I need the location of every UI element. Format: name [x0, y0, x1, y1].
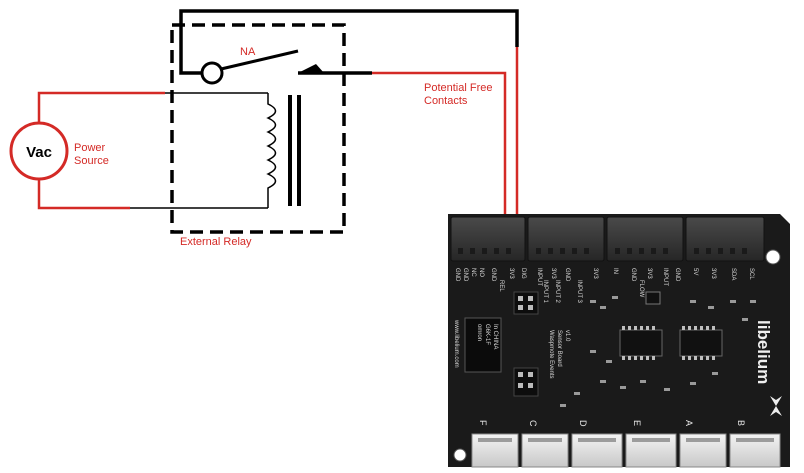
external-relay-label: External Relay	[180, 236, 252, 248]
mounting-hole	[765, 249, 781, 265]
source-label: Vac	[26, 144, 52, 161]
socket-letter: B	[736, 420, 746, 426]
jumper-header	[513, 291, 539, 397]
socket-letter: A	[684, 420, 694, 426]
socket-letter: D	[578, 420, 588, 427]
socket-letter: E	[632, 420, 642, 426]
pin-label: 3V3	[592, 268, 598, 279]
pin-label: INPUT	[662, 268, 668, 286]
pin-label: 3V3	[710, 268, 716, 279]
socket-letter: C	[528, 420, 538, 427]
contacts-label-line1: Potential Free	[424, 82, 492, 94]
switch-label: NA	[240, 46, 256, 58]
power-source-label-line2: Source	[74, 155, 109, 167]
board-version: v1.0	[564, 330, 570, 342]
relay-chip-brand: omron	[476, 324, 482, 341]
pin-label: INPUT	[536, 268, 542, 286]
pin-label: 3V3	[550, 268, 556, 279]
brand-logo: libelium	[754, 320, 773, 384]
sensor-board: GND GND NC NO GND 3V3 DIG INPUT 3V3 GND …	[448, 214, 790, 468]
pin-label: GND	[462, 268, 468, 282]
pin-label: GND	[630, 268, 636, 282]
relay-chip-origin: In CHINA	[492, 324, 498, 349]
pin-label: GND	[674, 268, 680, 282]
top-headers	[450, 216, 765, 262]
external-relay-box	[170, 23, 346, 234]
board-title-line1: Waspmote Events	[548, 330, 554, 378]
pin-label: SCL	[748, 268, 754, 280]
source-wires	[37, 91, 268, 210]
pin-label: DIG	[520, 268, 526, 279]
power-source-label-line1: Power	[74, 142, 106, 154]
brand-insect-icon	[770, 396, 782, 416]
pin-label: NC	[470, 268, 476, 277]
smd-components	[560, 296, 756, 407]
silk-label-input2: INPUT 2	[554, 280, 560, 304]
relay-switch	[179, 9, 519, 85]
pin-label: SDA	[730, 268, 736, 280]
top-pin-labels: GND GND NC NO GND 3V3 DIG INPUT 3V3 GND …	[454, 268, 754, 286]
socket-letter: F	[478, 420, 488, 426]
contacts-label-line2: Contacts	[424, 95, 468, 107]
pin-label: NO	[478, 268, 484, 277]
relay-chip-model: G6K-1F	[484, 324, 490, 345]
board-title-line2: Sensor Board	[556, 330, 562, 367]
pin-label: GND	[454, 268, 460, 282]
ic-chips	[619, 291, 723, 360]
silk-label-input3: INPUT 3	[576, 280, 582, 304]
pin-label: 3V3	[508, 268, 514, 279]
board-website: www.libelium.com	[453, 319, 459, 368]
pin-label: GND	[490, 268, 496, 282]
pin-label: 5V	[692, 268, 698, 275]
omron-relay-chip: omron G6K-1F In CHINA	[464, 317, 502, 373]
mounting-hole	[453, 448, 467, 462]
bottom-sockets	[471, 433, 781, 468]
power-source: Vac	[9, 121, 69, 181]
pin-label: IN	[612, 268, 618, 274]
pin-label: GND	[564, 268, 570, 282]
silk-label-input1: INPUT 1	[542, 280, 548, 304]
pin-label: 3V3	[646, 268, 652, 279]
silk-label-rel: REL	[498, 280, 504, 292]
socket-letters: F C D E A B	[478, 420, 746, 427]
relay-coil	[266, 93, 301, 208]
silk-label-flow: FLOW	[638, 280, 644, 298]
